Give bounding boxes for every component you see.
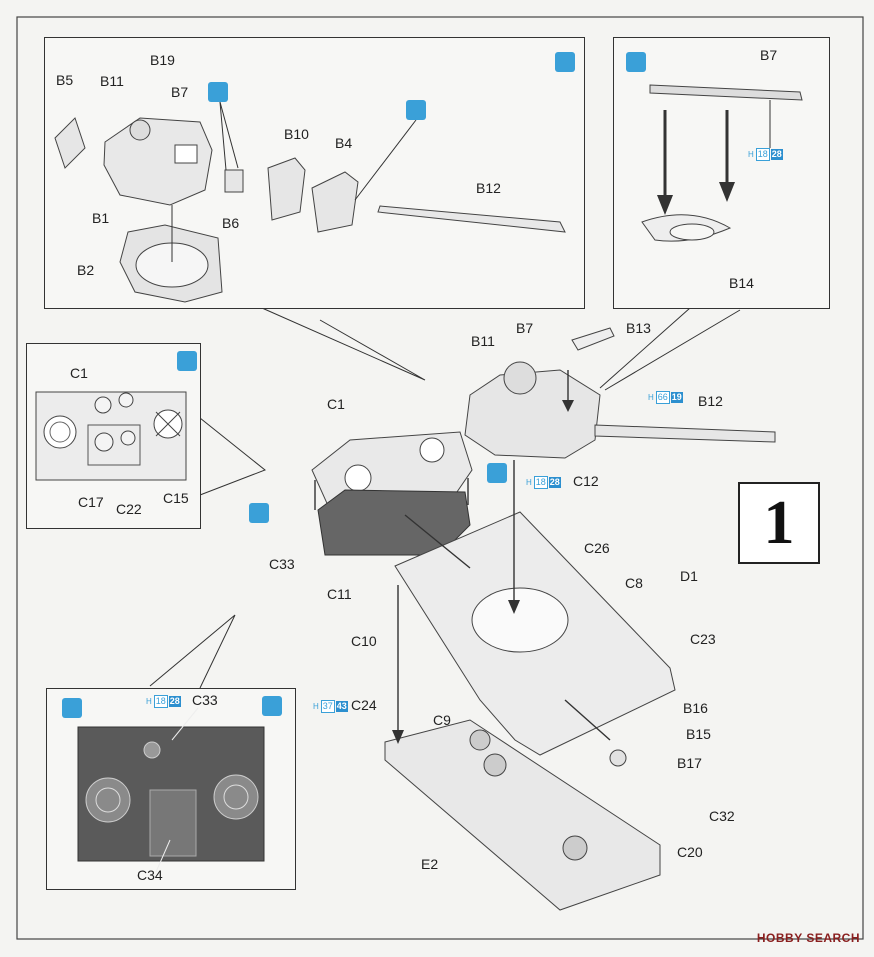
color-code: H 66 19 <box>648 391 683 404</box>
label-b11: B11 <box>100 73 124 89</box>
step-number-box: 1 <box>738 482 820 564</box>
paint-drop-icon <box>487 463 507 483</box>
label-c12: C12 <box>573 473 599 489</box>
turret-overlay <box>54 101 566 303</box>
label-b4: B4 <box>335 135 353 151</box>
label-b13: B13 <box>626 320 651 336</box>
label-b12: B12 <box>476 180 501 196</box>
gun-rack-overlay <box>641 84 803 242</box>
label-b17: B17 <box>677 755 702 771</box>
step-number: 1 <box>763 488 795 557</box>
label-b7: B7 <box>516 320 534 336</box>
label-c20: C20 <box>677 844 703 860</box>
paint-brush-icon <box>177 351 197 371</box>
label-b2: B2 <box>77 262 95 278</box>
label-b10: B10 <box>284 126 309 142</box>
color-code: H 18 28 <box>146 695 181 708</box>
label-c15: C15 <box>163 490 189 506</box>
label-c8: C8 <box>625 575 643 591</box>
label-b12: B12 <box>698 393 723 409</box>
engine-deck-overlay <box>35 391 187 481</box>
paint-drop-icon <box>249 503 269 523</box>
label-c34: C34 <box>137 867 163 883</box>
arrow-heads <box>392 400 574 744</box>
label-c1: C1 <box>70 365 88 381</box>
label-c23: C23 <box>690 631 716 647</box>
label-b6: B6 <box>222 215 240 231</box>
label-b14: B14 <box>729 275 754 291</box>
callout-lines <box>149 307 741 689</box>
cement-icon <box>406 100 426 120</box>
paint-brush-icon <box>555 52 575 72</box>
color-code: H 18 28 <box>526 476 561 489</box>
label-b7: B7 <box>171 84 189 100</box>
label-c17: C17 <box>78 494 104 510</box>
paint-brush-icon <box>62 698 82 718</box>
color-code: H 18 28 <box>748 148 783 161</box>
watermark: HOBBY SEARCH <box>756 931 860 945</box>
label-c33: C33 <box>192 692 218 708</box>
label-b15: B15 <box>686 726 711 742</box>
label-c32: C32 <box>709 808 735 824</box>
label-d1: D1 <box>680 568 698 584</box>
engine-underside-overlay <box>77 707 265 873</box>
label-c22: C22 <box>116 501 142 517</box>
label-b7: B7 <box>760 47 778 63</box>
label-c24: C24 <box>351 697 377 713</box>
label-e2: E2 <box>421 856 439 872</box>
label-b5: B5 <box>56 72 74 88</box>
label-c9: C9 <box>433 712 451 728</box>
label-b19: B19 <box>150 52 175 68</box>
panel-gun-rack <box>613 37 830 309</box>
label-b11: B11 <box>471 333 495 349</box>
main-hull-artwork <box>311 327 776 911</box>
label-c1: C1 <box>327 396 345 412</box>
flip-icon <box>262 696 282 716</box>
paint-brush-icon <box>626 52 646 72</box>
cement-icon <box>208 82 228 102</box>
color-code: H 37 43 <box>313 700 348 713</box>
label-c10: C10 <box>351 633 377 649</box>
outer-frame <box>16 16 864 940</box>
label-b1: B1 <box>92 210 110 226</box>
main-assembly-arrows <box>314 370 611 741</box>
label-c11: C11 <box>327 586 352 602</box>
label-c33: C33 <box>269 556 295 572</box>
label-b16: B16 <box>683 700 708 716</box>
label-c26: C26 <box>584 540 610 556</box>
